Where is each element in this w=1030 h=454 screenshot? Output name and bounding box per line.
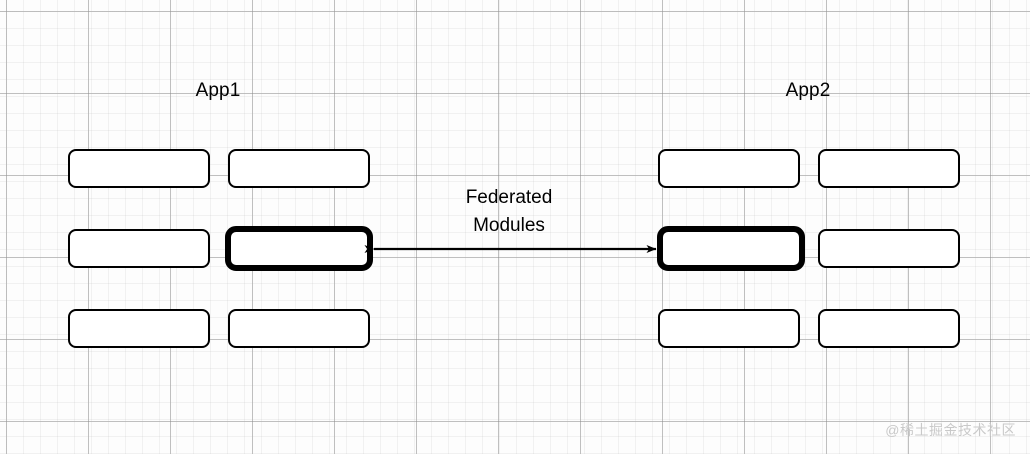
app2-box-r2c2[interactable] xyxy=(818,229,960,268)
app1-box-r1c1[interactable] xyxy=(68,149,210,188)
connector-label-line1: Federated xyxy=(465,187,553,208)
app2-box-r1c1[interactable] xyxy=(658,149,800,188)
app2-federated-module[interactable] xyxy=(657,226,805,271)
connector-label-line2: Modules xyxy=(473,215,545,236)
watermark: @稀土掘金技术社区 xyxy=(885,422,1016,438)
app1-box-r2c1[interactable] xyxy=(68,229,210,268)
app2-box-r3c2[interactable] xyxy=(818,309,960,348)
app2-box-r3c1[interactable] xyxy=(658,309,800,348)
app-title-app1: App1 xyxy=(195,80,241,101)
app1-box-r3c2[interactable] xyxy=(228,309,370,348)
connector-label: Federated Modules xyxy=(466,184,553,240)
app1-federated-module[interactable] xyxy=(225,226,373,271)
app2-box-r1c2[interactable] xyxy=(818,149,960,188)
app1-box-r1c2[interactable] xyxy=(228,149,370,188)
app1-box-r3c1[interactable] xyxy=(68,309,210,348)
app-title-app2: App2 xyxy=(785,80,831,101)
